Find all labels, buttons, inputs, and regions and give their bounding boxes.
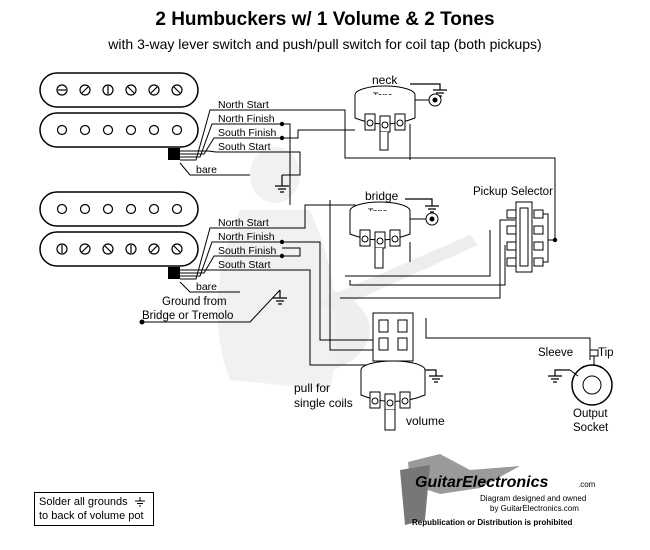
bridge-pot-label: bridge <box>365 189 399 203</box>
output-label-line2: Socket <box>573 422 609 434</box>
neck-wire-south-start: South Start <box>218 141 271 153</box>
neck-wire-bare: bare <box>196 164 217 176</box>
guitarelectronics-logo: GuitarElectronics .com Diagram designed … <box>400 454 596 527</box>
pickup-selector-switch: Pickup Selector <box>473 186 555 273</box>
logo-suffix: .com <box>578 480 596 489</box>
bridge-wire-bare: bare <box>196 281 217 293</box>
diagram-subtitle: with 3-way lever switch and push/pull sw… <box>108 36 542 52</box>
neck-pole-pieces <box>56 124 183 136</box>
volume-pot-push-pull: volume pull for single coils <box>294 312 445 431</box>
watermark-guitarist <box>217 147 478 390</box>
logo-brand: GuitarElectronics <box>415 474 548 491</box>
bridge-pole-pieces <box>56 203 183 215</box>
pickup-selector-label: Pickup Selector <box>473 186 553 198</box>
neck-wire-labels: North Start North Finish South Finish So… <box>196 99 277 176</box>
bridge-wire-south-finish: South Finish <box>218 245 277 257</box>
bridge-wire-bundle <box>179 227 282 293</box>
output-label-line1: Output <box>573 408 608 420</box>
pull-label-line1: pull for <box>294 381 330 395</box>
logo-line1: Diagram designed and owned <box>480 494 586 503</box>
neck-wire-bundle <box>179 109 282 176</box>
diagram-title: 2 Humbuckers w/ 1 Volume & 2 Tones <box>155 9 495 30</box>
neck-tone-pot: neck Tone <box>354 73 442 151</box>
bridge-wire-labels: North Start North Finish South Finish So… <box>196 217 277 293</box>
output-tip-label: Tip <box>598 347 614 359</box>
bridge-humbucker <box>39 191 199 279</box>
bridge-slot-screws <box>56 243 183 255</box>
bridge-tone-pot: bridge Tone <box>349 189 439 269</box>
grounding-note: Solder all grounds to back of volume pot <box>34 492 154 526</box>
routing-wires <box>282 109 591 366</box>
bridge-wire-north-finish: North Finish <box>218 231 275 243</box>
logo-line2: by GuitarElectronics.com <box>490 504 579 513</box>
logo-line3: Republication or Distribution is prohibi… <box>412 518 573 527</box>
neck-wire-north-finish: North Finish <box>218 113 275 125</box>
ground-output-sleeve <box>548 369 570 383</box>
ground-label-line2: Bridge or Tremolo <box>142 310 233 322</box>
bridge-wire-north-start: North Start <box>218 217 269 229</box>
ground-label-line1: Ground from <box>162 296 227 308</box>
grounding-note-line1: Solder all grounds <box>39 496 128 508</box>
neck-pot-label: neck <box>372 73 398 87</box>
neck-slot-screws <box>56 84 183 96</box>
neck-humbucker <box>39 72 199 160</box>
ground-bridge-wire <box>139 289 281 325</box>
output-socket: Sleeve Tip Output Socket <box>538 347 614 434</box>
neck-wire-south-finish: South Finish <box>218 127 277 139</box>
neck-wire-north-start: North Start <box>218 99 269 111</box>
pull-label-line2: single coils <box>294 396 353 410</box>
bridge-wire-south-start: South Start <box>218 259 271 271</box>
ground-neck-bare <box>275 175 289 193</box>
ground-neck-pot <box>410 83 447 97</box>
ground-bridge-pot <box>405 198 439 213</box>
ground-icon <box>134 497 145 507</box>
output-sleeve-label: Sleeve <box>538 347 573 359</box>
grounding-note-line2: to back of volume pot <box>39 510 144 522</box>
ground-bridge-bare <box>273 290 287 305</box>
volume-pot-label: volume <box>406 414 445 428</box>
